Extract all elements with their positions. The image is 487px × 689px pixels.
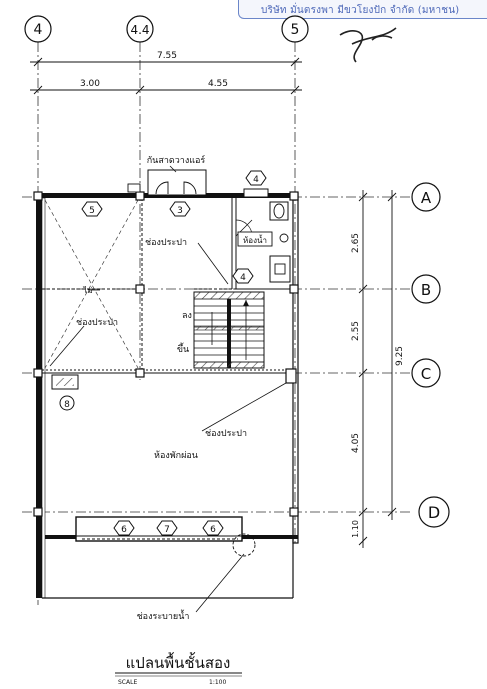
tag-5: 5 bbox=[81, 201, 103, 217]
tag-label: 4 bbox=[34, 22, 43, 38]
tag-label: 7 bbox=[164, 525, 170, 535]
tag-label: C bbox=[421, 365, 431, 383]
dim-row-cd: 4.05 bbox=[351, 433, 361, 453]
label-wall-mark: ไม่ bbox=[82, 286, 92, 295]
grid-bubble-col-4-4: 4.4 bbox=[126, 15, 154, 43]
top-dimensions bbox=[30, 57, 302, 95]
tag-label: 8 bbox=[64, 400, 70, 410]
label-void-left: ช่องประปา bbox=[76, 318, 118, 328]
leader-lines bbox=[49, 165, 287, 613]
dim-row-d-edge: 1.10 bbox=[351, 520, 360, 538]
drawing-title: แปลนพื้นชั้นสอง bbox=[126, 652, 231, 672]
void-cross bbox=[44, 199, 139, 369]
tag-label: 4 bbox=[240, 273, 246, 283]
tag-4-top: 4 bbox=[245, 170, 267, 186]
dim-overall-depth: 9.25 bbox=[395, 346, 405, 366]
tag-label: 5 bbox=[89, 206, 95, 216]
ac-ledge bbox=[127, 169, 207, 196]
label-drain: ช่องระบายน้ำ bbox=[137, 609, 190, 622]
tag-label: D bbox=[428, 503, 440, 522]
company-stamp: บริษัท มั่นตรงพา มีขวโยงปัก จำกัด (มหาชน… bbox=[238, 0, 487, 19]
tag-7: 7 bbox=[156, 520, 178, 536]
tag-6-left: 6 bbox=[113, 520, 135, 536]
grid-bubble-row-b: B bbox=[411, 274, 441, 304]
dim-span-left: 3.00 bbox=[80, 79, 100, 89]
label-void-top: ช่องประปา bbox=[145, 238, 187, 248]
scale-value: 1:100 bbox=[209, 679, 226, 686]
dim-overall-width: 7.55 bbox=[157, 51, 177, 61]
right-dimensions bbox=[358, 190, 397, 548]
dim-span-right: 4.55 bbox=[208, 79, 228, 89]
tag-4-mid: 4 bbox=[232, 268, 254, 284]
tag-3: 3 bbox=[169, 201, 191, 217]
grid-bubble-col-5: 5 bbox=[281, 15, 309, 43]
label-ac-ledge: กันสาดวางแอร์ bbox=[147, 154, 206, 166]
scale-label: SCALE bbox=[118, 679, 137, 686]
grid-bubble-row-d: D bbox=[418, 496, 450, 528]
label-stair-up: ขึ้น bbox=[177, 342, 189, 355]
tag-label: 6 bbox=[121, 525, 127, 535]
dim-row-bc: 2.55 bbox=[351, 321, 361, 341]
tag-label: 4.4 bbox=[130, 23, 149, 37]
label-stair-down: ลง bbox=[182, 311, 192, 321]
staircase bbox=[193, 291, 265, 369]
bathroom-fixtures bbox=[235, 188, 291, 283]
tag-6-right: 6 bbox=[202, 520, 224, 536]
tag-label: 4 bbox=[253, 175, 259, 185]
label-living-room: ห้องพักผ่อน bbox=[154, 450, 198, 461]
label-void-right: ช่องประปา bbox=[205, 429, 247, 439]
stamp-text: บริษัท มั่นตรงพา มีขวโยงปัก จำกัด (มหาชน… bbox=[261, 5, 460, 16]
grid-bubble-row-a: A bbox=[411, 182, 441, 212]
tag-label: B bbox=[421, 281, 431, 299]
label-bathroom: ห้องน้ำ bbox=[243, 234, 267, 245]
tag-label: 6 bbox=[210, 525, 216, 535]
tag-8: 8 bbox=[59, 395, 75, 411]
tag-label: 5 bbox=[291, 22, 300, 38]
structural-columns bbox=[33, 191, 299, 517]
grid-bubble-row-c: C bbox=[411, 358, 441, 388]
signature bbox=[339, 27, 397, 63]
dim-row-ab: 2.65 bbox=[351, 233, 361, 253]
tag-label: 3 bbox=[177, 206, 183, 216]
tag-label: A bbox=[421, 189, 432, 207]
grid-bubble-col-4: 4 bbox=[24, 15, 52, 43]
